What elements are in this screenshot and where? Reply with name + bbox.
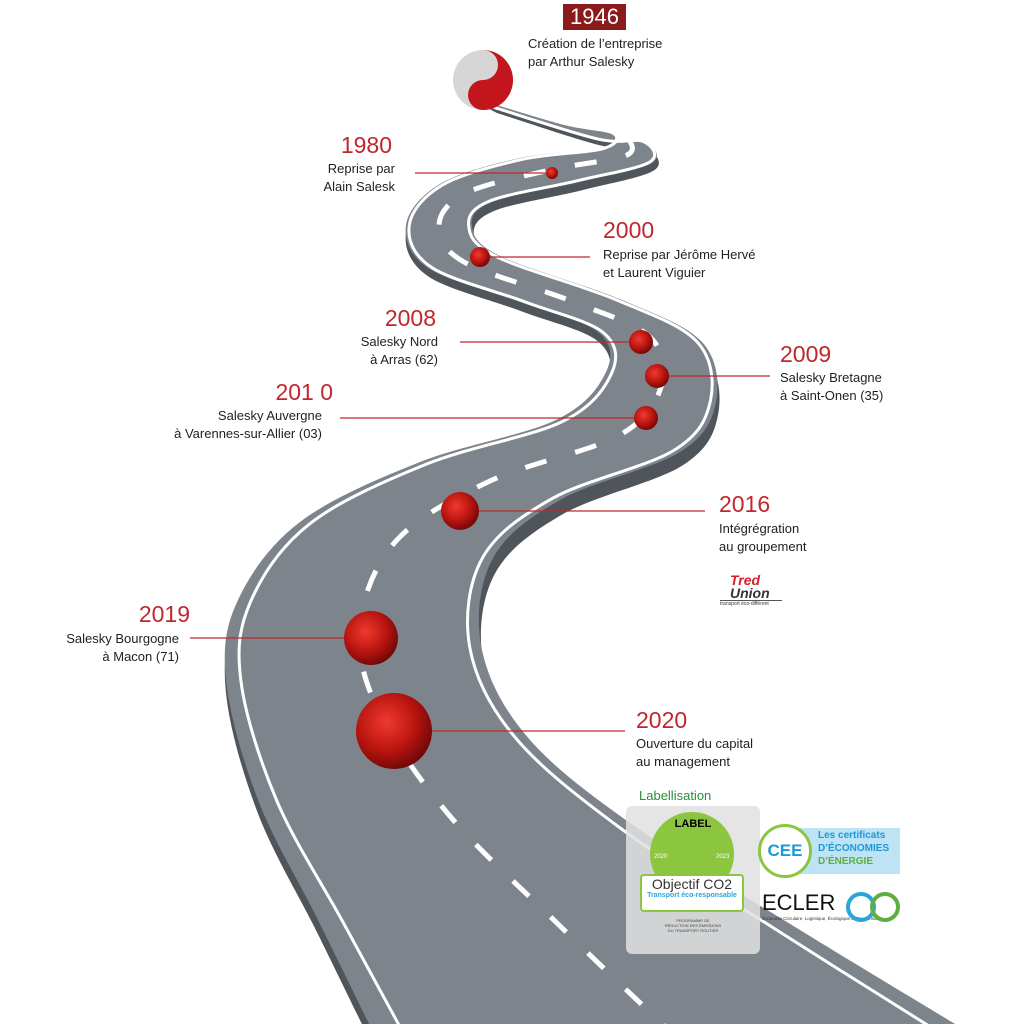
event-line: par Arthur Salesky [528, 54, 635, 69]
road-edge-right [466, 105, 929, 1024]
cee-line: D’ÉCONOMIES [818, 843, 890, 854]
marker-2020 [356, 693, 432, 769]
seal-label: LABEL [674, 818, 712, 830]
event-line: à Arras (62) [370, 352, 438, 367]
marker-2016 [441, 492, 479, 530]
event-line: à Saint-Onen (35) [780, 388, 884, 403]
logo-text: Tred [730, 572, 761, 588]
marker-2019 [344, 611, 398, 665]
cee-line: D’ÉNERGIE [818, 856, 874, 867]
marker-2009 [645, 364, 669, 388]
year-1980: 1980 [340, 132, 392, 158]
program-text: PROGRAMME DE RÉDUCTION DES ÉMISSIONS DU … [664, 918, 722, 933]
objectif-box: Objectif CO2 Transport éco-responsable [640, 874, 744, 912]
year-2020: 2020 [636, 707, 688, 733]
ecler-loop-icon [870, 892, 900, 922]
start-logo [453, 50, 513, 110]
cee-logo: CEE Les certificats D’ÉCONOMIES D’ÉNERGI… [758, 824, 900, 878]
year-1946: 1946 [563, 4, 626, 30]
objectif-subtitle: Transport éco-responsable [647, 892, 737, 899]
event-line: à Varennes-sur-Allier (03) [174, 426, 322, 441]
event-line: à Macon (71) [102, 649, 179, 664]
ecler-name: ECLER [762, 890, 836, 915]
event-line: Salesky Bretagne [780, 370, 882, 385]
year-2010: 201 0 [275, 379, 333, 405]
event-line: Reprise par [327, 161, 395, 176]
event-2000: Reprise par Jérôme Hervé et Laurent Vigui… [603, 246, 755, 282]
year-2019: 2019 [138, 601, 190, 627]
year-2008: 2008 [384, 305, 436, 331]
year-2016: 2016 [719, 491, 771, 517]
marker-2008 [629, 330, 653, 354]
event-line: Salesky Nord [360, 334, 438, 349]
labellisation-title: Labellisation [639, 788, 712, 803]
event-2020: Ouverture du capital au management [636, 735, 753, 771]
year-2000: 2000 [603, 217, 655, 243]
marker-2010 [634, 406, 658, 430]
year-2009: 2009 [780, 341, 832, 367]
marker-2000 [470, 247, 490, 267]
event-line: Salesky Bourgogne [66, 631, 179, 646]
logo-subtext: transport éco-différent [720, 600, 782, 607]
event-line: au groupement [719, 539, 807, 554]
objectif-co2-badge: LABEL 2020 2023 Objectif CO2 Transport é… [626, 806, 760, 954]
ecler-subtitle: Économie Circulaire, Logistique, Écologi… [762, 916, 883, 921]
seal-year-end: 2023 [716, 854, 730, 860]
road-edge-left [237, 94, 619, 1024]
cee-seal: CEE [758, 824, 812, 878]
tred-union-logo: Tred Union transport éco-différent [720, 572, 782, 607]
seal-year-start: 2020 [654, 854, 668, 860]
event-line: au management [636, 754, 730, 769]
event-line: et Laurent Viguier [603, 265, 706, 280]
event-2010: Salesky Auvergne à Varennes-sur-Allier (0… [174, 407, 322, 443]
event-line: Salesky Auvergne [217, 408, 322, 423]
event-line: Intégrégration [719, 521, 800, 536]
road-surface [224, 95, 956, 1024]
road-center-dashes [356, 136, 667, 1024]
event-line: Ouverture du capital [636, 736, 754, 751]
event-2008: Salesky Nord à Arras (62) [361, 333, 438, 369]
ecler-logo: ECLER Économie Circulaire, Logistique, É… [762, 890, 907, 922]
event-line: Création de l’entreprise [528, 36, 663, 51]
event-line: Alain Salesk [323, 179, 395, 194]
event-1946: Création de l’entreprise par Arthur Sales… [528, 35, 662, 71]
event-2009: Salesky Bretagne à Saint-Onen (35) [780, 369, 883, 405]
event-line: Reprise par Jérôme Hervé [603, 247, 756, 262]
cee-line: Les certificats [818, 830, 886, 841]
objectif-name: Objectif CO2 [651, 876, 733, 892]
logo-text: Union [730, 585, 770, 601]
event-2016: Intégrégration au groupement [719, 520, 806, 556]
marker-1980 [546, 167, 558, 179]
event-2019: Salesky Bourgogne à Macon (71) [66, 630, 179, 666]
